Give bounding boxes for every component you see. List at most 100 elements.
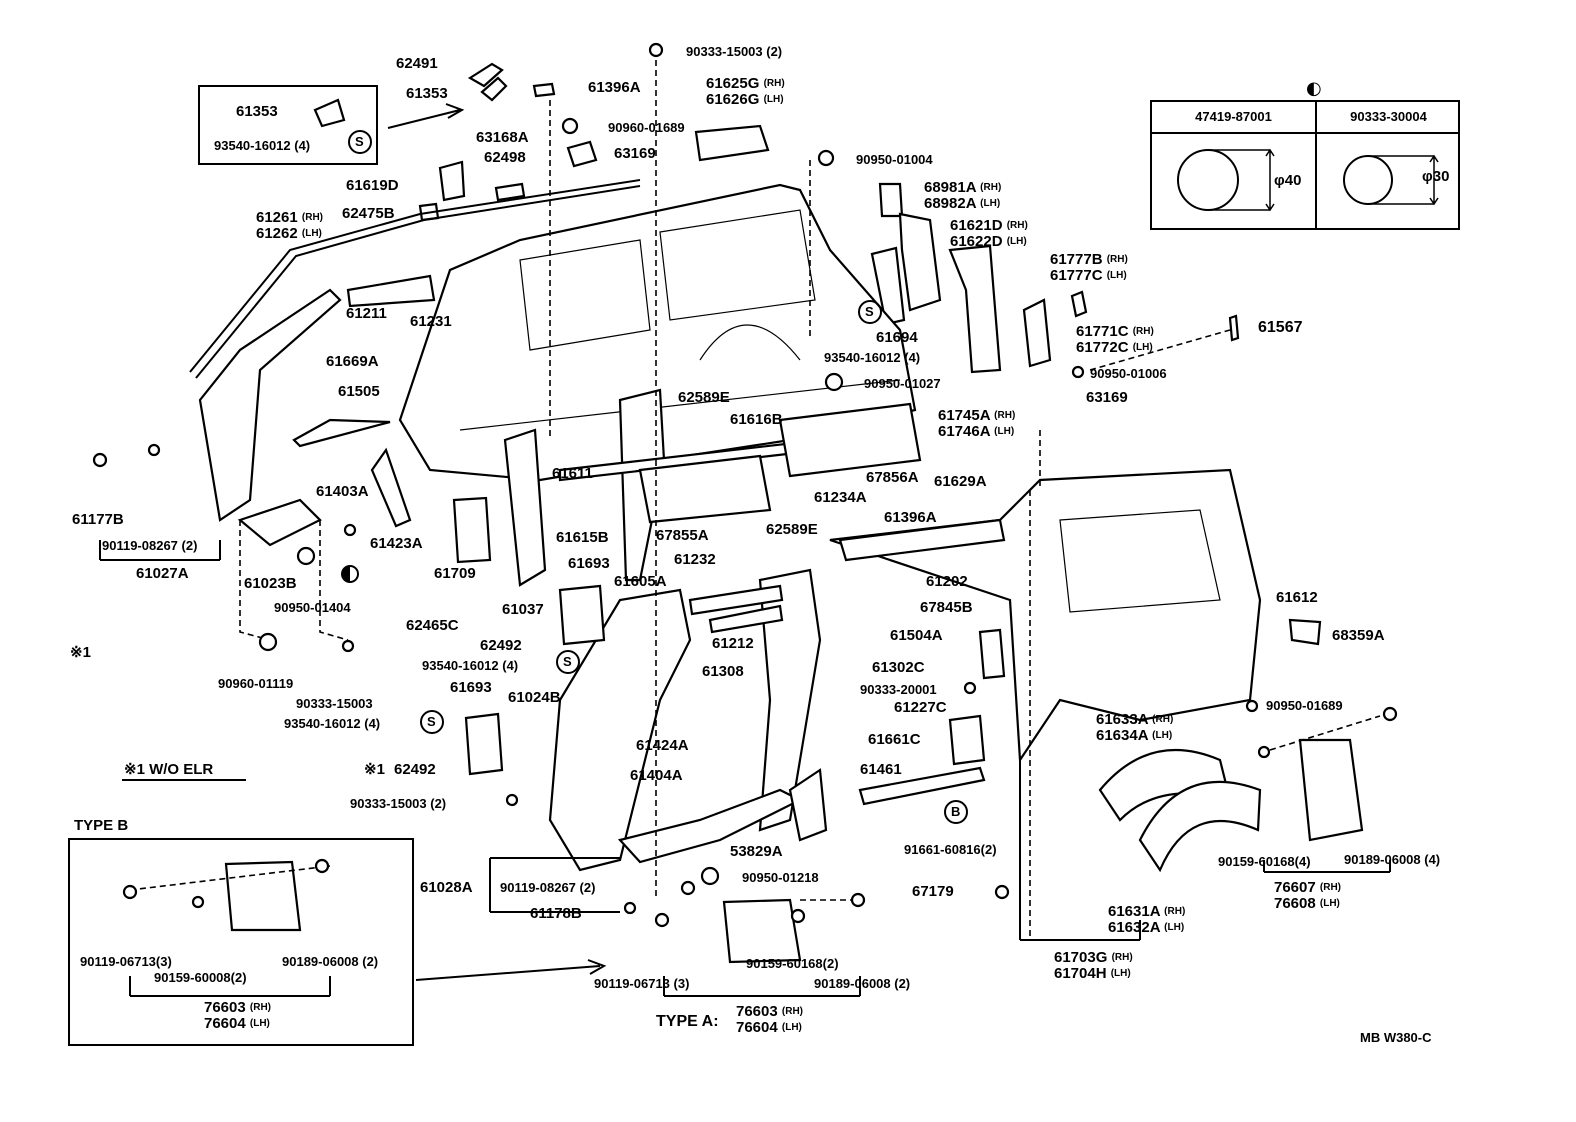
body-crease-line — [459, 379, 901, 431]
label-61504a: 61504A — [890, 627, 943, 644]
label-61234a: 61234A — [814, 489, 867, 506]
drip-moulding-inner — [195, 185, 641, 379]
part-61625g-shape — [694, 124, 770, 162]
label-61626g: 61626G (LH) — [706, 91, 784, 108]
part-61027a-shape — [198, 288, 342, 522]
leader-90333-15003-low — [319, 520, 349, 641]
leader-61567 — [1089, 329, 1231, 371]
leader-90960-01119 — [239, 520, 271, 641]
fastener-90159-60168-4 — [1257, 745, 1271, 759]
label-67856a: 67856A — [866, 469, 919, 486]
label-61611: 61611 — [552, 465, 593, 482]
label-61625g: 61625G (RH) — [706, 75, 785, 92]
label-62475b: 62475B — [342, 205, 395, 222]
marker-s-4-text: S — [427, 714, 436, 729]
fastener-90950-01006 — [1071, 365, 1085, 379]
label-61023b: 61023B — [244, 575, 297, 592]
label-61353: 61353 — [406, 85, 448, 102]
marker-half-1-fill — [342, 566, 350, 582]
part-61353-shape — [480, 76, 508, 102]
label-61693-b: 61693 — [450, 679, 492, 696]
marker-s-2-text: S — [865, 304, 874, 319]
fastener-90960-01119 — [258, 632, 278, 652]
part-61567-shape — [1228, 314, 1240, 342]
label-90159-60168-4: 90159-60168(4) — [1218, 854, 1311, 869]
label-76603-b: 76603 (RH) — [204, 999, 271, 1016]
label-61703g: 61703G (RH) — [1054, 949, 1133, 966]
fastener-61178b — [623, 901, 637, 915]
marker-s-3-text: S — [563, 654, 572, 669]
label-61629a: 61629A — [934, 473, 987, 490]
part-61211-shape — [346, 274, 436, 308]
label-61404a: 61404A — [630, 767, 683, 784]
part-61771c-shape — [1022, 298, 1052, 368]
part-61694-shape — [870, 246, 906, 326]
dim-line-40 — [1208, 148, 1275, 212]
label-61211: 61211 — [346, 305, 387, 322]
part-76607-shape — [1298, 738, 1364, 842]
label-61605a: 61605A — [614, 573, 667, 590]
bracket-76603-type-a — [663, 976, 861, 997]
table-header-col1: 47419-87001 — [1152, 102, 1315, 134]
fastener-90119-08267-b — [680, 880, 696, 896]
part-62491-shape — [467, 62, 504, 88]
part-61693-shape — [558, 584, 606, 646]
label-76604-a: 76604 (LH) — [736, 1019, 802, 1036]
label-61461: 61461 — [860, 761, 902, 778]
label-61746a: 61746A (LH) — [938, 423, 1015, 440]
label-90333-15003-top: 90333-15003 (2) — [686, 44, 783, 59]
label-62589e-b: 62589E — [766, 521, 818, 538]
label-61745a: 61745A (RH) — [938, 407, 1016, 424]
marker-s-2 — [858, 300, 882, 324]
label-90950-01006: 90950-01006 — [1090, 366, 1167, 381]
arrow-type-b-to-a — [415, 959, 607, 981]
label-90333-15003-2b: 90333-15003 (2) — [350, 796, 447, 811]
bracket-61028a — [489, 857, 620, 913]
fastener-90119-08267 — [147, 443, 161, 457]
label-62491: 62491 — [396, 55, 438, 72]
table-symbol: ◐ — [1306, 78, 1322, 99]
dim-line-30 — [1368, 154, 1439, 206]
label-90950-01027: 90950-01027 — [864, 376, 941, 391]
label-90950-01404: 90950-01404 — [274, 600, 351, 615]
fastener-90950-01218 — [700, 866, 720, 886]
label-90333-15003: 90333-15003 — [296, 696, 373, 711]
fastener-90189-06008-b — [314, 858, 330, 874]
label-93540-16012-c: 93540-16012 (4) — [422, 658, 519, 673]
label-61621d: 61621D (RH) — [950, 217, 1028, 234]
part-61024b-shape — [548, 588, 692, 872]
part-68981a-shape — [878, 182, 904, 218]
label-61403a: 61403A — [316, 483, 369, 500]
part-61403a-shape — [292, 418, 391, 448]
part-61037-shape — [503, 428, 547, 587]
part-61423a-shape — [370, 447, 412, 528]
part-67855a-shape — [638, 454, 772, 524]
fastener-61177b — [92, 452, 108, 468]
label-61227c: 61227C — [894, 699, 947, 716]
label-61178b: 61178B — [530, 905, 582, 922]
label-90960-01689: 90960-01689 — [608, 120, 685, 135]
part-62498-shape — [494, 182, 526, 202]
label-76608: 76608 (LH) — [1274, 895, 1340, 912]
label-61024b: 61024B — [508, 689, 561, 706]
label-76603-a: 76603 (RH) — [736, 1003, 803, 1020]
label-90119-06713-a: 90119-06713 (3) — [594, 976, 690, 991]
label-61423a: 61423A — [370, 535, 423, 552]
label-61772c: 61772C (LH) — [1076, 339, 1153, 356]
cap-circle-40 — [1177, 149, 1239, 211]
label-61694: 61694 — [876, 329, 918, 346]
wheel-arch-upper — [699, 324, 801, 361]
bracket-61027a — [99, 540, 221, 561]
part-61023b-shape — [237, 498, 322, 547]
label-62492-b: 62492 — [394, 761, 436, 778]
fastener-90333-20001 — [963, 681, 977, 695]
part-61461-shape — [858, 766, 986, 806]
quarter-window-front — [519, 239, 651, 351]
asterisk-2: ※1 — [364, 761, 385, 778]
label-61709: 61709 — [434, 565, 476, 582]
label-61704h: 61704H (LH) — [1054, 965, 1131, 982]
part-61212-shape — [708, 604, 784, 634]
part-76603-type-a-shape — [722, 898, 802, 964]
label-68359a: 68359A — [1332, 627, 1385, 644]
label-67845b: 67845B — [920, 599, 973, 616]
